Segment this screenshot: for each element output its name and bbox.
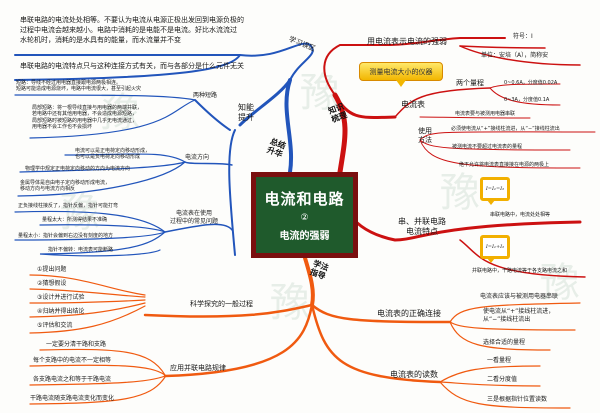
direction-item: 电流可以是正电荷定向移动形成， 也可以是负电荷定向移动形成: [75, 148, 151, 161]
central-title: 电流和电路: [264, 190, 345, 208]
central-number: ②: [300, 213, 309, 223]
strength-item-unit: 单位：安培（A），简称安: [481, 52, 549, 59]
range-item: 0~0.6A，分度值0.02A: [504, 80, 558, 86]
watermark: 豫: [440, 170, 480, 216]
reading-label: 电流表的读数: [390, 370, 438, 379]
parallel-rule: 一定要分清干路和支路: [46, 341, 107, 348]
series-formula: I=I₁=I₂: [485, 186, 505, 192]
ammeter-label: 电流表: [401, 100, 425, 109]
direction-item: 金属导体是自由电子定向移动形成电流， 移动方向与电流方向相反: [20, 180, 111, 193]
two-shorts-label: 两种短路: [193, 92, 218, 99]
series-formula-box: I=I₁=I₂: [480, 177, 510, 205]
range-item: 0~3A，分度值0.1A: [504, 97, 550, 103]
central-topic: 电流和电路 ② 电流的强弱: [251, 172, 358, 258]
parallel-rule: 干路电流随支路电流变化而变化: [30, 395, 115, 402]
strength-label: 用电流表示电流的强弱: [367, 37, 447, 46]
inquiry-step: ④归纳并得出结论: [37, 308, 85, 315]
two-shorts-item: 短路：导线不经过用电器直接跟电源两极相连。 短路可能造成电源烧坏，电路中电流很大…: [16, 80, 142, 93]
problems-label: 电流表在使用 过程中的常见问题: [170, 210, 219, 225]
ranges-label: 两个量程: [456, 79, 484, 87]
usage-item: 必须使电流从“+”接线柱流进，从“−”接线柱流出: [451, 126, 560, 132]
inquiry-step: ③设计并进行试验: [37, 294, 85, 301]
reading-item: 一看量程: [487, 357, 512, 364]
strength-item-symbol: 符号：I: [513, 33, 533, 40]
parallel-text: 并联电路中，干路电流等于各支路电流之和: [472, 268, 568, 274]
inquiry-step: ①提出问题: [37, 266, 67, 273]
usage-label: 使用 方法: [418, 127, 432, 144]
ability-label: 知能 提升: [238, 103, 254, 122]
learning-zone-item: 串联电路的电流处处相等。不要认为电流从电源正极出发回到电源负极的 过程中电流会越…: [20, 16, 244, 44]
watermark: 豫: [270, 280, 310, 326]
inquiry-label: 科学探究的一般过程: [190, 300, 253, 308]
reading-item: 二看分度值: [487, 376, 518, 383]
parallel-rule: 各支路电流之和等于干路电流: [33, 376, 112, 383]
reading-item: 三是根据指针位置读数: [487, 396, 548, 403]
problems-item: 量程太大：所测得结果不准确: [42, 217, 108, 223]
series-text: 串联电路中，电流处处相等: [490, 212, 551, 218]
problems-item: 量程太小：指针会偏到右边没有刻度的地方: [18, 233, 114, 239]
parallel-formula: I=I₁+I₂: [485, 244, 505, 250]
series-note: 电流表要与被测用电器串联: [455, 111, 516, 117]
problems-item: 正负接线柱接反了，指针反偏，指针可能打弯: [18, 203, 119, 209]
two-shorts-item: 局部短路：将一根导线直接与用电器的两端并联， 若电路中还有其他用电器，不会造成电…: [32, 105, 143, 130]
watermark: 豫: [540, 260, 580, 306]
usage-item: 被测电流不要超过电流表的量程: [452, 144, 523, 150]
direction-label: 电流方向: [185, 154, 210, 161]
parallel-rule: 每个支路中的电流不一定相等: [33, 357, 112, 364]
inquiry-step: ⑤评估和交流: [37, 322, 73, 329]
usage-item: 绝不允许将电流表直接接在电源的两极上: [459, 162, 550, 168]
direction-item: 物理学中规定正电荷定向移动的方向为电流方向: [25, 166, 131, 172]
callout-text: 测量电流大小的仪器: [369, 67, 433, 76]
parallel-formula-box: I=I₁+I₂: [480, 235, 510, 263]
problems-item: 指针不偏转：电流表可能断路: [48, 247, 114, 253]
parallel-rules-label: 应用并联电路规律: [170, 364, 226, 372]
connection-label: 电流表的正确连接: [377, 309, 441, 318]
circuit-label: 串、并联电路 电流特点: [398, 217, 446, 236]
connection-item: 选择合适的量程: [483, 339, 526, 346]
inquiry-step: ②猜想假设: [37, 280, 67, 287]
central-subtitle: 电流的强弱: [279, 231, 330, 242]
learning-zone-item: 串联电路的电流特点只与这种连接方式有关，而与各部分是什么元件无关: [20, 62, 244, 70]
connection-item: 使电流从“+”接线柱流进， 从“−”接线柱流出: [483, 308, 555, 323]
callout-bubble: 测量电流大小的仪器: [359, 62, 443, 87]
connection-item: 电流表应该与被测用电器串联: [480, 293, 559, 300]
